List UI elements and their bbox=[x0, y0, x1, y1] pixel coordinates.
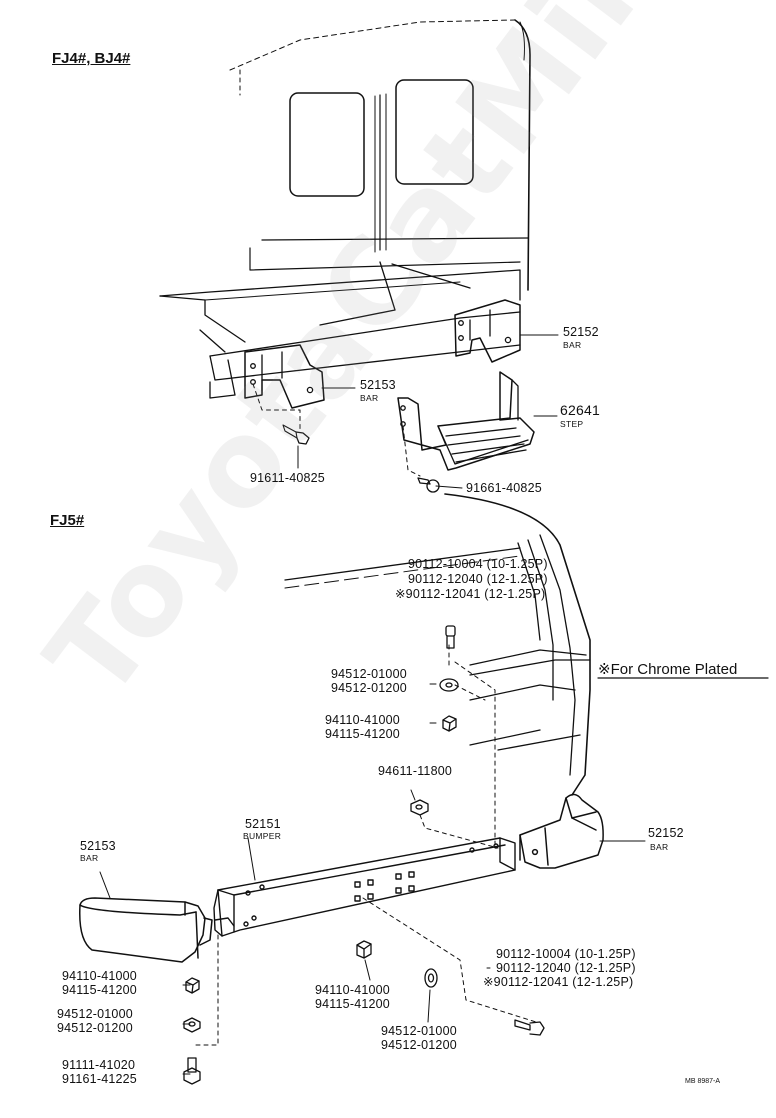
washer-946-label: 94611-11800 bbox=[378, 764, 453, 778]
washer-left-line-1: 94512-01000 bbox=[57, 1007, 133, 1021]
lower-vehicle-body bbox=[284, 493, 591, 796]
assembly-guide-lines bbox=[195, 644, 537, 1046]
bolt-upper-line-2: 90112-12040 (12-1.25P) bbox=[408, 572, 548, 586]
nut-upper-line-2: 94115-41200 bbox=[325, 727, 400, 741]
fastener-center-art bbox=[356, 940, 438, 988]
part-91611-40825: 91611-40825 bbox=[250, 471, 325, 485]
bar-left-number: 52153 bbox=[80, 839, 116, 853]
nut-center-line-2: 94115-41200 bbox=[315, 997, 390, 1011]
bolt-right-line-3: ※90112-12041 (12-1.25P) bbox=[483, 975, 634, 989]
part-52153-number: 52153 bbox=[360, 378, 396, 392]
bar-right-art bbox=[519, 793, 604, 869]
bolt-upper-line-1: 90112-10004 (10-1.25P) bbox=[408, 557, 548, 571]
bar-left-name: BAR bbox=[80, 853, 99, 863]
nut-upper-line-1: 94110-41000 bbox=[325, 713, 400, 727]
nut-left-line-1: 94110-41000 bbox=[62, 969, 137, 983]
section-title-fj4: FJ4#, BJ4# bbox=[52, 50, 131, 67]
bar-right-number: 52152 bbox=[648, 826, 684, 840]
bolt-left-line-2: 91161-41225 bbox=[62, 1072, 137, 1086]
part-52152-name: BAR bbox=[563, 340, 582, 350]
upper-vehicle-body bbox=[159, 19, 535, 493]
nut-center-line-1: 94110-41000 bbox=[315, 983, 390, 997]
section-title-fj5: FJ5# bbox=[50, 512, 85, 529]
chrome-plated-note: ※For Chrome Plated bbox=[598, 661, 738, 678]
part-62641-number: 62641 bbox=[560, 402, 600, 418]
part-52152-number: 52152 bbox=[563, 325, 599, 339]
part-52153-name: BAR bbox=[360, 393, 379, 403]
bolt-upper-line-3: ※90112-12041 (12-1.25P) bbox=[395, 587, 546, 601]
bolt-right-line-2: 90112-12040 (12-1.25P) bbox=[496, 961, 636, 975]
part-91661-40825: 91661-40825 bbox=[466, 481, 542, 495]
drawing-code: MB 8987-A bbox=[685, 1078, 721, 1085]
fastener-left-art bbox=[183, 977, 201, 1085]
nut-upper-art bbox=[442, 715, 457, 732]
bolt-left-line-1: 91111-41020 bbox=[62, 1058, 136, 1072]
bumper-number: 52151 bbox=[245, 817, 281, 831]
bar-right-name: BAR bbox=[650, 842, 669, 852]
washer-upper-line-1: 94512-01000 bbox=[331, 667, 407, 681]
washer-left-line-2: 94512-01200 bbox=[57, 1021, 133, 1035]
bumper-art bbox=[213, 837, 516, 937]
washer-center-line-2: 94512-01200 bbox=[381, 1038, 457, 1052]
nut-left-line-2: 94115-41200 bbox=[62, 983, 137, 997]
washer-upper-line-2: 94512-01200 bbox=[331, 681, 407, 695]
bolt-right-line-1: 90112-10004 (10-1.25P) bbox=[496, 947, 636, 961]
leader-lines bbox=[99, 334, 646, 1075]
washer-center-line-1: 94512-01000 bbox=[381, 1024, 457, 1038]
part-62641-name: STEP bbox=[560, 419, 584, 429]
bar-left-art bbox=[79, 897, 213, 963]
bolt-right-art bbox=[514, 1019, 545, 1036]
washer-946-art bbox=[410, 799, 429, 816]
bolt-upper-art bbox=[445, 625, 456, 649]
washer-upper-art bbox=[439, 678, 459, 692]
bumper-name: BUMPER bbox=[243, 831, 282, 841]
